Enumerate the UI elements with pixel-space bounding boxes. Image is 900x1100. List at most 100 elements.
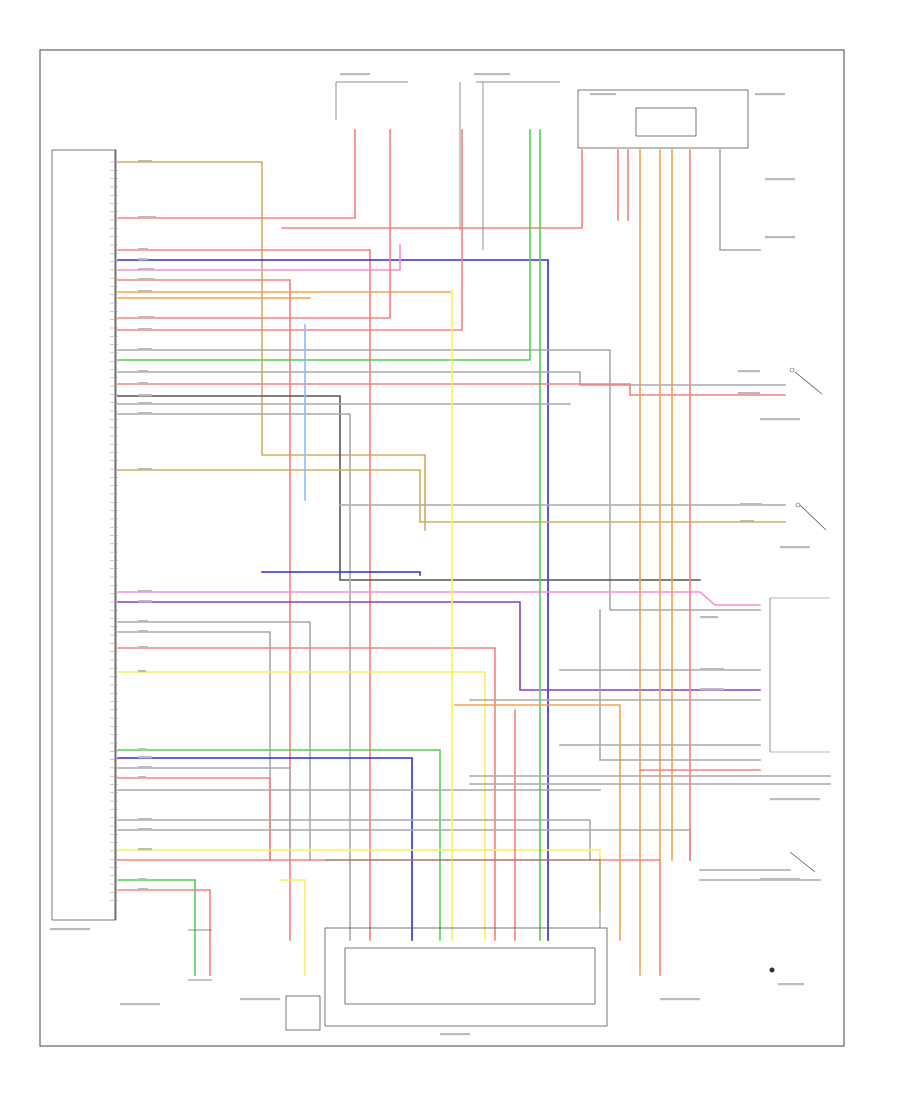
wire-grey [117,829,691,861]
label-mark [138,160,152,163]
wire-red [117,383,786,396]
label-mark [138,646,148,649]
label-mark [760,418,800,421]
label-mark [738,392,760,395]
control-unit-pins [110,161,118,901]
label-mark [760,878,800,881]
wire-blue [117,259,549,941]
label-mark [138,590,152,593]
label-mark [138,818,152,821]
wire-grey [117,819,591,861]
wire-violet [117,601,761,691]
label-mark [138,620,148,623]
label-mark [138,258,148,261]
label-mark [138,468,152,471]
wire-green [117,129,531,361]
label-mark [138,670,146,673]
label-mark [700,616,718,619]
label-mark [700,668,724,671]
label-mark [138,382,148,385]
shift-lock-switch [769,851,816,973]
wire-grey [599,609,761,761]
wire-green [117,749,441,941]
wire-grey [719,149,761,251]
label-mark [138,828,152,831]
wire-yellow [279,879,306,976]
label-mark [765,236,795,239]
wire-pink [117,591,761,606]
wire-blue [117,757,413,941]
wire-grey [117,631,271,861]
label-mark [138,348,152,351]
label-mark [138,600,152,603]
label-mark [120,1003,160,1006]
speed-sensor [285,995,321,1031]
wire-harness [117,129,831,976]
label-mark [138,216,156,219]
label-mark [770,798,820,801]
label-mark [138,630,148,633]
wire-orange [454,704,621,941]
label-mark [138,278,154,281]
label-mark [660,998,700,1001]
wire-grey [117,413,351,941]
component-labels [50,73,820,1036]
label-mark [740,503,762,506]
label-mark [138,776,146,779]
label-mark [340,73,370,76]
label-mark [138,748,146,751]
wire-blue [261,571,421,576]
wire-tan [117,161,426,531]
wire-red [117,859,661,976]
label-mark [138,290,152,293]
wire-grey [117,621,311,861]
diagram-frame [39,49,845,1047]
transmission-control-unit [51,149,117,921]
wire-red [281,149,583,229]
label-mark [700,688,724,691]
fuse-block-left [335,81,461,230]
kickdown-switch [795,502,827,531]
label-mark [755,93,785,96]
wire-red [117,129,356,219]
label-mark [138,878,146,881]
wire-red [117,777,271,861]
wire-red [117,129,463,331]
label-mark [138,248,148,251]
label-mark [780,546,810,549]
label-mark [138,766,152,769]
label-mark [138,756,152,759]
wire-green [117,879,196,976]
wire-tan [117,469,786,523]
label-mark [138,394,152,397]
wire-red [117,129,391,319]
label-mark [138,370,148,373]
wire-pink [117,244,401,271]
relay-box [577,89,749,149]
label-mark [440,1033,470,1036]
label-mark [778,983,804,986]
brake-light-switch [789,367,823,395]
wire-grey [117,349,761,611]
wire-red [117,647,496,941]
wire-red [117,249,371,941]
label-mark [138,888,148,891]
fuse-block-right [476,81,560,250]
label-mark [138,848,152,851]
label-mark [738,370,760,373]
label-mark [765,178,795,181]
wire-grey [117,767,291,861]
label-mark [138,412,152,415]
wire-red [117,279,291,941]
transmission-temp-sensor [188,929,212,981]
label-mark [138,316,154,319]
label-mark [240,998,280,1001]
wire-yellow [117,671,486,941]
label-mark [138,402,152,405]
label-mark [138,328,152,331]
wire-red [117,889,211,976]
label-mark [50,928,90,931]
label-mark [138,268,154,271]
solenoid-valve-body [324,859,608,1027]
